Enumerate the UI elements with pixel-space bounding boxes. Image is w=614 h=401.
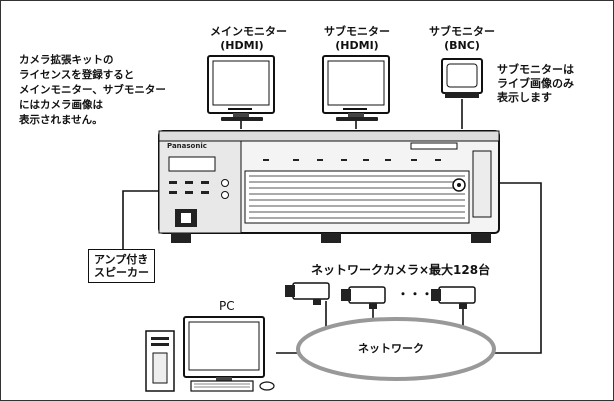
license-note-line2: ライセンスを登録すると [19, 69, 135, 81]
sub-monitor-note: サブモニターは ライブ画像のみ 表示します [497, 63, 574, 105]
camera-ellipsis: ・・・ [397, 287, 434, 301]
sub-monitor-hdmi-label-line2: (HDMI) [335, 39, 379, 52]
sub-monitor-hdmi-icon [322, 55, 390, 121]
speaker-label-line2: スピーカー [94, 266, 149, 279]
main-monitor-label-line2: (HDMI) [220, 39, 264, 52]
network-cameras-label: ネットワークカメラ×最大128台 [311, 263, 491, 277]
network-camera-3-icon [431, 286, 476, 309]
main-monitor-icon [207, 55, 275, 121]
license-note-line5: 表示されません。 [19, 114, 103, 126]
sub-monitor-hdmi-label: サブモニター (HDMI) [321, 25, 393, 53]
network-camera-1-icon [285, 282, 330, 305]
amplified-speaker-box: アンプ付き スピーカー [88, 249, 155, 283]
pc-icon [145, 316, 275, 392]
main-monitor-label: メインモニター (HDMI) [210, 25, 287, 53]
main-monitor-label-line1: メインモニター [210, 25, 287, 38]
license-note: カメラ拡張キットの ライセンスを登録すると メインモニター、サブモニター にはカ… [19, 53, 166, 128]
sub-monitor-bnc-label: サブモニター (BNC) [426, 25, 498, 53]
connection-lines [122, 99, 542, 354]
network-label: ネットワーク [358, 342, 424, 355]
brand-logo: Panasonic [167, 142, 207, 150]
sub-monitor-bnc-label-line2: (BNC) [444, 39, 480, 52]
network-ellipse [296, 317, 496, 381]
sub-monitor-bnc-icon [441, 58, 483, 98]
sub-monitor-note-line2: ライブ画像のみ [497, 77, 574, 90]
sub-monitor-hdmi-label-line1: サブモニター [324, 25, 390, 38]
recorder-icon [158, 130, 500, 243]
pc-label: PC [219, 299, 235, 313]
license-note-line1: カメラ拡張キットの [19, 54, 114, 66]
license-note-line3: メインモニター、サブモニター [19, 84, 166, 96]
network-camera-2-icon [341, 286, 386, 309]
speaker-label-line1: アンプ付き [94, 253, 149, 266]
sub-monitor-note-line1: サブモニターは [497, 63, 574, 76]
sub-monitor-bnc-label-line1: サブモニター [429, 25, 495, 38]
sub-monitor-note-line3: 表示します [497, 91, 552, 104]
license-note-line4: にはカメラ画像は [19, 99, 103, 111]
